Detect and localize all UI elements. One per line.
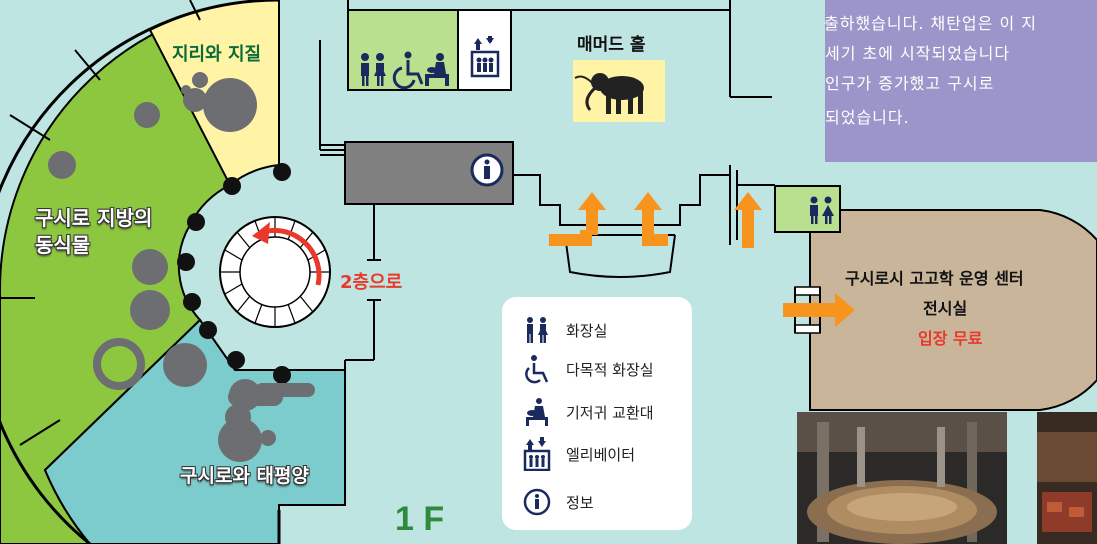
flora-fauna-zone-label-line2: 동식물 bbox=[35, 233, 91, 257]
info-text-line: 되었습니다. bbox=[825, 108, 910, 127]
restroom-icon bbox=[810, 196, 834, 224]
stairs-to-2f-label[interactable]: 2층으로 bbox=[340, 272, 403, 293]
archaeology-free-admission: 입장 무료 bbox=[918, 329, 983, 348]
elevator-icon bbox=[520, 437, 554, 471]
accessible-restroom-icon bbox=[392, 51, 424, 90]
legend-label: 정보 bbox=[566, 493, 594, 512]
mammoth-icon bbox=[574, 73, 644, 114]
exhibit-photo-2 bbox=[1037, 412, 1097, 544]
mammoth-hall-label: 매머드 홀 bbox=[577, 35, 646, 55]
legend-item-information: 정보 bbox=[520, 485, 594, 519]
legend-item-diaper-changing: 기저귀 교환대 bbox=[520, 395, 654, 429]
diaper-changing-icon bbox=[520, 395, 554, 429]
geography-zone-label: 지리와 지질 bbox=[172, 44, 262, 65]
legend-item-elevator: 엘리베이터 bbox=[520, 437, 635, 471]
archaeology-hall-shape bbox=[809, 209, 1097, 411]
history-info-box: 출하했습니다. 채탄업은 이 지 세기 초에 시작되었습니다 인구가 증가했고 … bbox=[824, 0, 1097, 162]
restroom-icon bbox=[361, 53, 386, 86]
info-text-line: 출하했습니다. 채탄업은 이 지 bbox=[824, 14, 1037, 33]
archaeology-exhibit-room: 전시실 bbox=[923, 299, 968, 318]
elevator-icon bbox=[470, 36, 500, 78]
map-legend: 화장실 다목적 화장실 기저귀 교환대 엘리베이터 정보 bbox=[502, 297, 692, 530]
legend-item-accessible-restroom: 다목적 화장실 bbox=[520, 352, 654, 386]
info-text-line: 세기 초에 시작되었습니다 bbox=[825, 44, 1011, 63]
flora-fauna-zone-label-line1: 구시로 지방의 bbox=[35, 206, 153, 230]
legend-item-restroom: 화장실 bbox=[520, 313, 607, 347]
archaeology-center-title: 구시로시 고고학 운영 센터 bbox=[845, 269, 1024, 288]
legend-label: 화장실 bbox=[566, 321, 608, 340]
legend-label: 기저귀 교환대 bbox=[566, 403, 654, 422]
pacific-zone-shape bbox=[43, 318, 346, 544]
information-icon bbox=[470, 153, 504, 187]
information-icon bbox=[520, 485, 554, 519]
pacific-zone-label: 구시로와 태평양 bbox=[180, 465, 309, 487]
legend-label: 엘리베이터 bbox=[566, 445, 636, 464]
diaper-changing-icon bbox=[425, 53, 449, 86]
info-text-line: 인구가 증가했고 구시로 bbox=[825, 74, 995, 93]
exhibit-photo-1 bbox=[797, 412, 1007, 544]
legend-label: 다목적 화장실 bbox=[566, 360, 654, 379]
accessible-restroom-icon bbox=[520, 352, 554, 386]
restroom-icon bbox=[520, 313, 554, 347]
floor-label: 1 F bbox=[395, 500, 445, 538]
